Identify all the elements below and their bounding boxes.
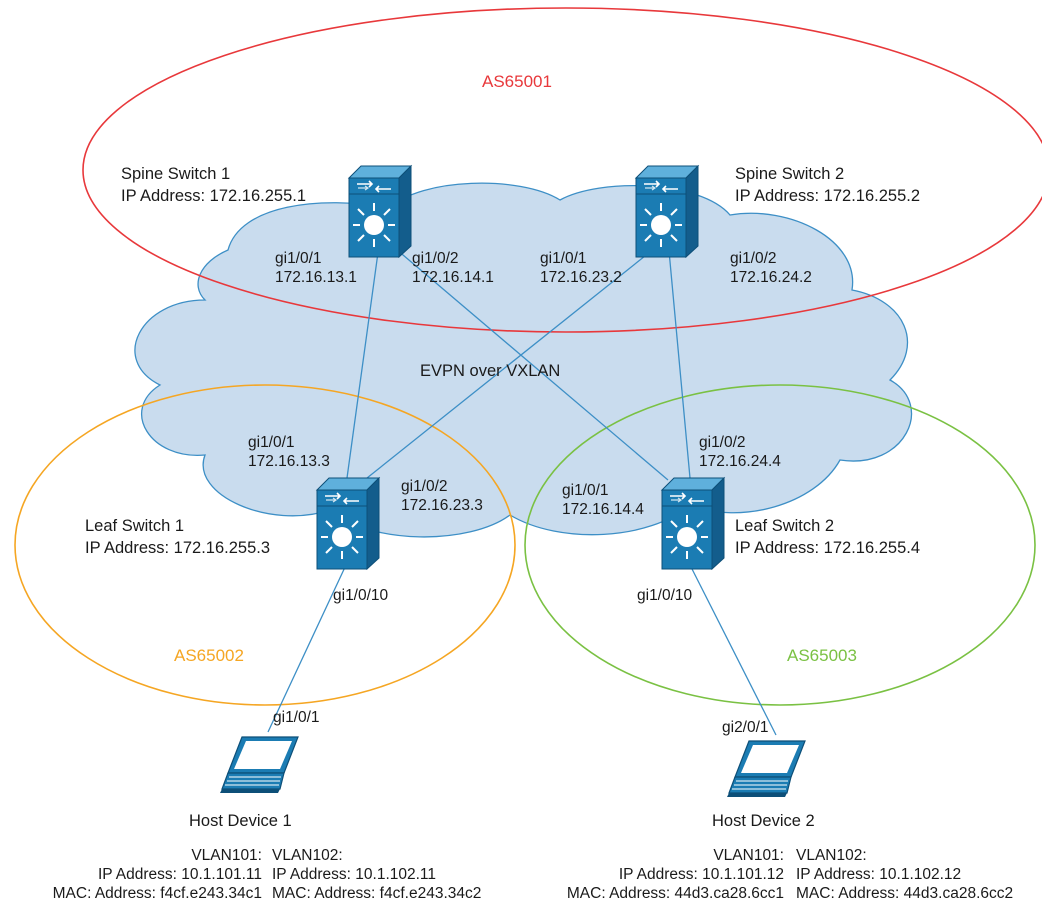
link-spine1-leaf2 bbox=[382, 237, 669, 481]
spine2-gi1-port: gi1/0/1 bbox=[540, 250, 587, 267]
link-spine2-leaf2 bbox=[667, 239, 691, 479]
leaf-switch-2-icon bbox=[661, 477, 725, 570]
leaf-switch-1-ip: IP Address: 172.16.255.3 bbox=[85, 539, 271, 557]
host-device-2-laptop-icon bbox=[727, 740, 806, 798]
host2-vlan102-mac: MAC: Address: 44d3.ca28.6cc2 bbox=[796, 885, 1014, 902]
leaf1-gi10-port: gi1/0/10 bbox=[333, 587, 389, 604]
cloud-shape bbox=[134, 182, 912, 538]
leaf1-gi2-ip: 172.16.23.3 bbox=[401, 497, 483, 514]
as65003-label: AS65003 bbox=[787, 646, 857, 665]
cloud-label: EVPN over VXLAN bbox=[420, 362, 561, 380]
as65002-ellipse bbox=[14, 384, 516, 706]
spine-switch-2-ip: IP Address: 172.16.255.2 bbox=[735, 187, 921, 205]
host2-vlan101-mac: MAC: Address: 44d3.ca28.6cc1 bbox=[566, 885, 784, 902]
link-spine2-leaf1 bbox=[361, 239, 666, 483]
leaf1-gi1-port: gi1/0/1 bbox=[248, 434, 295, 451]
link-spine1-leaf1 bbox=[346, 237, 381, 479]
host1-vlan102-mac: MAC: Address: f4cf.e243.34c2 bbox=[272, 885, 482, 902]
leaf-switch-2-name: Leaf Switch 2 bbox=[735, 517, 835, 535]
leaf-switch-1-icon bbox=[316, 477, 380, 570]
leaf2-gi2-ip: 172.16.24.4 bbox=[699, 453, 781, 470]
spine1-gi1-ip: 172.16.13.1 bbox=[275, 269, 357, 286]
spine-switch-1-icon bbox=[348, 165, 412, 258]
spine2-gi1-ip: 172.16.23.2 bbox=[540, 269, 622, 286]
host1-vlan101-title: VLAN101: bbox=[191, 847, 262, 864]
as65001-ellipse bbox=[82, 7, 1042, 333]
spine-switch-2-icon bbox=[635, 165, 699, 258]
host1-vlan102-ip: IP Address: 10.1.102.11 bbox=[272, 866, 437, 883]
leaf1-gi2-port: gi1/0/2 bbox=[401, 478, 448, 495]
links bbox=[267, 237, 777, 736]
host2-vlan101-block: VLAN101: IP Address: 10.1.101.12 MAC: Ad… bbox=[567, 846, 784, 903]
host2-port: gi2/0/1 bbox=[722, 719, 769, 736]
spine-switch-2-name: Spine Switch 2 bbox=[735, 165, 845, 183]
host2-vlan101-ip: IP Address: 10.1.101.12 bbox=[618, 866, 784, 883]
spine1-gi2-ip: 172.16.14.1 bbox=[412, 269, 494, 286]
spine2-gi2-port: gi1/0/2 bbox=[730, 250, 777, 267]
leaf2-gi2-port: gi1/0/2 bbox=[699, 434, 746, 451]
leaf-switch-2-ip: IP Address: 172.16.255.4 bbox=[735, 539, 921, 557]
as65001-label: AS65001 bbox=[482, 72, 552, 91]
host2-vlan101-title: VLAN101: bbox=[713, 847, 784, 864]
as65003-ellipse bbox=[524, 384, 1036, 706]
host1-vlan102-block: VLAN102: IP Address: 10.1.102.11 MAC: Ad… bbox=[272, 846, 481, 903]
host2-vlan102-ip: IP Address: 10.1.102.12 bbox=[796, 866, 962, 883]
host-device-1-laptop-icon bbox=[220, 736, 299, 794]
link-leaf1-host1 bbox=[267, 564, 347, 733]
spine1-gi2-port: gi1/0/2 bbox=[412, 250, 459, 267]
leaf-switch-1-name: Leaf Switch 1 bbox=[85, 517, 185, 535]
host1-vlan101-block: VLAN101: IP Address: 10.1.101.11 MAC: Ad… bbox=[53, 846, 262, 903]
evpn-cloud bbox=[134, 182, 912, 538]
spine1-gi1-port: gi1/0/1 bbox=[275, 250, 322, 267]
leaf1-gi1-ip: 172.16.13.3 bbox=[248, 453, 330, 470]
host1-vlan101-mac: MAC: Address: f4cf.e243.34c1 bbox=[52, 885, 262, 902]
host1-vlan101-ip: IP Address: 10.1.101.11 bbox=[97, 866, 262, 883]
leaf2-gi10-port: gi1/0/10 bbox=[637, 587, 693, 604]
spine-switch-1-name: Spine Switch 1 bbox=[121, 165, 231, 183]
spine2-gi2-ip: 172.16.24.2 bbox=[730, 269, 812, 286]
host2-vlan102-block: VLAN102: IP Address: 10.1.102.12 MAC: Ad… bbox=[796, 846, 1013, 903]
host-device-1-name: Host Device 1 bbox=[189, 812, 292, 830]
host1-port: gi1/0/1 bbox=[273, 709, 320, 726]
spine-switch-1-ip: IP Address: 172.16.255.1 bbox=[121, 187, 307, 205]
leaf2-gi1-ip: 172.16.14.4 bbox=[562, 501, 644, 518]
leaf2-gi1-port: gi1/0/1 bbox=[562, 482, 609, 499]
host-device-2-name: Host Device 2 bbox=[712, 812, 815, 830]
host1-vlan102-title: VLAN102: bbox=[272, 847, 343, 864]
link-leaf2-host2 bbox=[689, 564, 777, 736]
as65002-label: AS65002 bbox=[174, 646, 244, 665]
host2-vlan102-title: VLAN102: bbox=[796, 847, 867, 864]
